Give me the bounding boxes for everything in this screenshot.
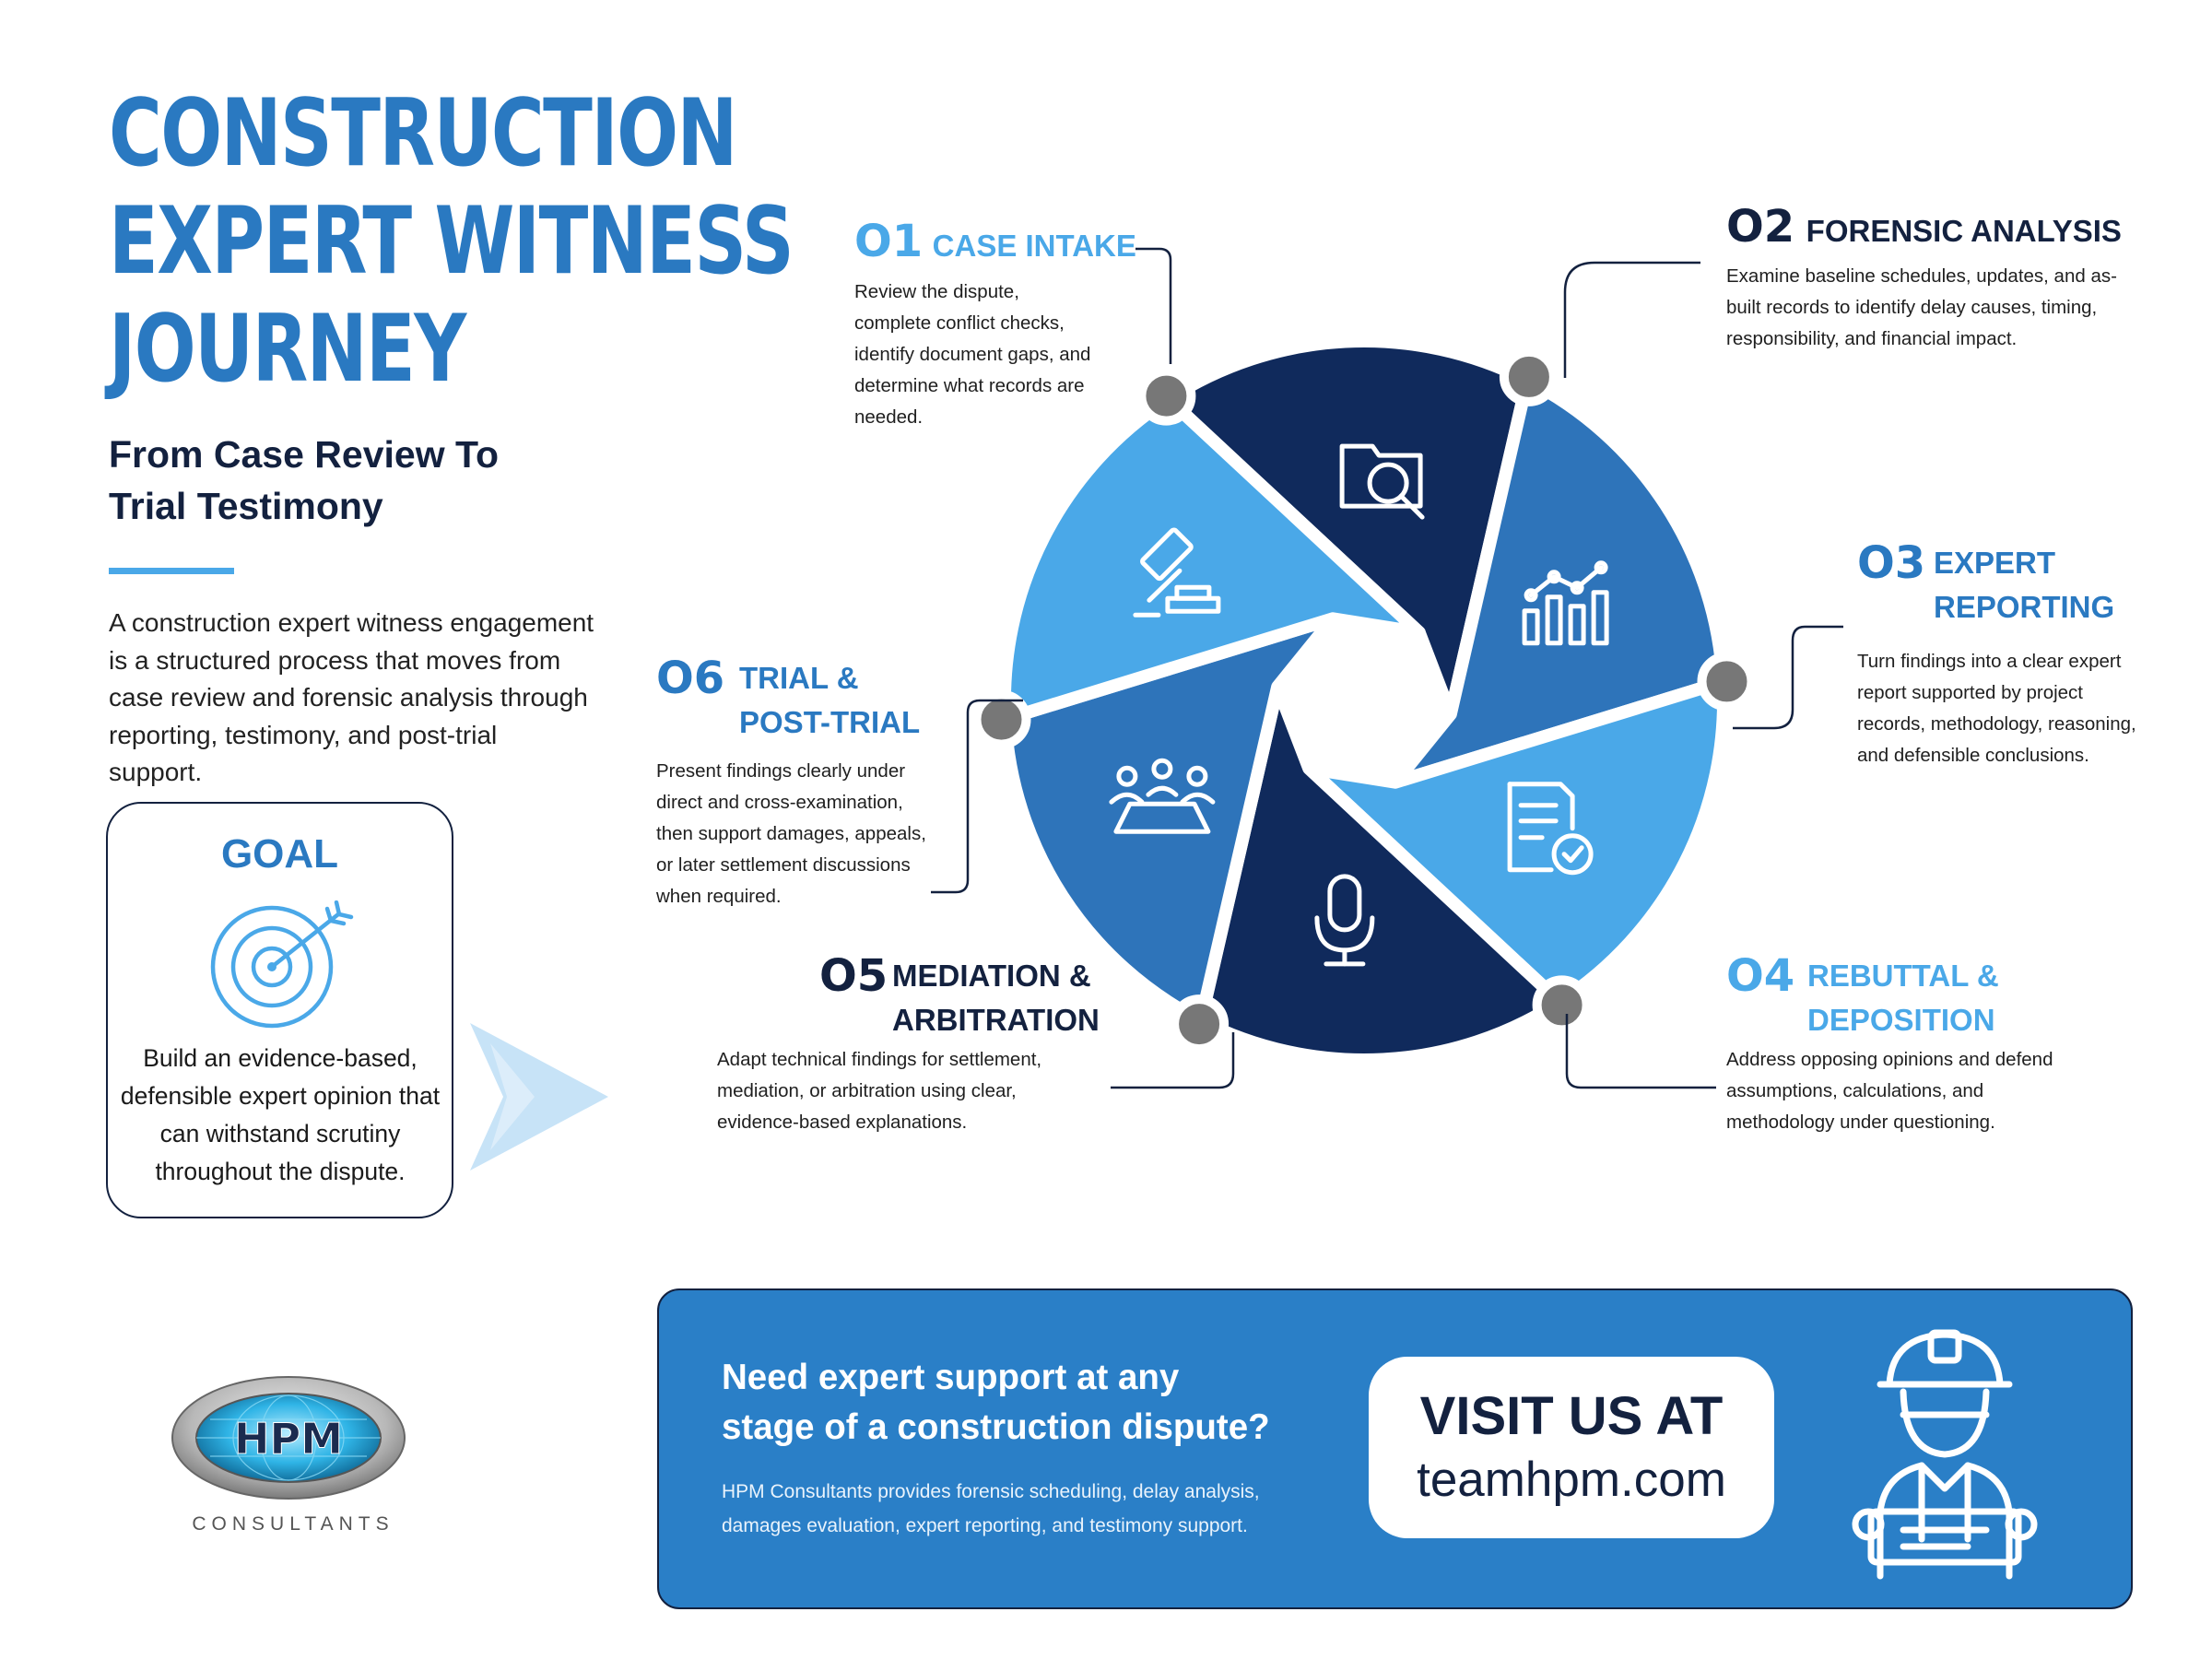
step-6-desc-line: or later settlement discussions — [656, 854, 911, 876]
step-1-desc-line: identify document gaps, and — [854, 344, 1091, 365]
target-icon — [210, 900, 354, 1029]
cta-heading: Need expert support at any stage of a co… — [722, 1353, 1367, 1453]
step-6-title-line: TRIAL & — [739, 661, 859, 695]
cta-heading-line: Need expert support at any — [722, 1358, 1180, 1397]
step-5-title-line: ARBITRATION — [892, 1003, 1100, 1037]
connector-dot-1 — [1136, 366, 1196, 426]
logo-mark: HPM — [234, 1414, 343, 1464]
step-1-desc-line: complete conflict checks, — [854, 312, 1065, 334]
title-divider — [109, 568, 234, 574]
intro-paragraph: A construction expert witness engagement… — [109, 608, 594, 786]
title-line-2: EXPERT WITNESS — [109, 186, 794, 295]
wheel-segment-6 — [997, 392, 1426, 726]
gavel-icon — [1133, 527, 1221, 618]
cta-banner: Need expert support at any stage of a co… — [657, 1288, 2133, 1609]
step-5-description: Adapt technical findings for settlement,… — [717, 1044, 1104, 1138]
chart-analysis-icon — [1522, 560, 1609, 646]
report-check-icon — [1507, 782, 1594, 876]
step-5-desc-line: evidence-based explanations. — [717, 1112, 968, 1133]
cta-text: HPM Consultants provides forensic schedu… — [722, 1475, 1367, 1543]
engineer-icon — [1852, 1329, 2038, 1580]
step-1-description: Review the dispute, complete conflict ch… — [854, 276, 1149, 433]
step-2-title: FORENSIC ANALYSIS — [1806, 214, 2122, 248]
hpm-logo: HPM — [171, 1376, 406, 1500]
step-1-desc-line: Review the dispute, — [854, 281, 1019, 302]
logo-subtext: CONSULTANTS — [192, 1513, 394, 1535]
step-5-desc-line: mediation, or arbitration using clear, — [717, 1080, 1017, 1101]
step-5-title-line: MEDIATION & — [892, 959, 1091, 993]
step-2-number: O2 — [1726, 201, 1795, 253]
step-6-title-line: POST-TRIAL — [739, 705, 921, 739]
step-1-title: CASE INTAKE — [932, 229, 1136, 263]
step-4-title-line: REBUTTAL & — [1807, 959, 1999, 993]
step-3-number: O3 — [1857, 537, 1926, 589]
step-3-description: Turn findings into a clear expert report… — [1857, 646, 2161, 771]
step-2-description: Examine baseline schedules, updates, and… — [1726, 261, 2159, 355]
title-line-1: CONSTRUCTION — [109, 78, 737, 187]
goal-card: GOAL Build an evidence-based, defensible… — [106, 802, 453, 1218]
microphone-icon — [1314, 874, 1375, 967]
step-1-number: O1 — [854, 216, 924, 267]
title-line-3: JOURNEY — [109, 294, 466, 403]
step-6-desc-line: Present findings clearly under — [656, 760, 906, 782]
step-4-desc-line: Address opposing opinions and defend — [1726, 1049, 2053, 1070]
meeting-table-icon — [1109, 758, 1216, 834]
step-6-desc-line: when required. — [656, 886, 782, 907]
step-2-desc-line: responsibility, and financial impact. — [1726, 328, 2018, 349]
connector-dot-4 — [1532, 975, 1592, 1035]
step-2-header: O2 FORENSIC ANALYSIS — [1726, 201, 2132, 253]
visit-url-link[interactable]: teamhpm.com — [1417, 1453, 1726, 1507]
folder-search-icon — [1339, 443, 1425, 520]
step-4-title-line: DEPOSITION — [1807, 1003, 1995, 1037]
step-1-header: O1 CASE INTAKE — [854, 216, 1241, 268]
step-5-title: MEDIATION & ARBITRATION — [892, 954, 1113, 1042]
process-wheel — [971, 334, 1757, 1067]
step-3-desc-line: records, methodology, reasoning, — [1857, 713, 2136, 735]
step-5-number: O5 — [819, 950, 888, 1002]
arrow-chevron-icon — [470, 1023, 608, 1171]
step-1-desc-line: determine what records are — [854, 375, 1085, 396]
step-6-title: TRIAL & POST-TRIAL — [739, 656, 960, 745]
subtitle-line-1: From Case Review To — [109, 433, 500, 476]
step-3-desc-line: Turn findings into a clear expert — [1857, 651, 2122, 672]
subtitle: From Case Review To Trial Testimony — [109, 429, 570, 532]
step-4-desc-line: methodology under questioning. — [1726, 1112, 1995, 1133]
visit-label: VISIT US AT — [1419, 1386, 1724, 1446]
step-4-title: REBUTTAL & DEPOSITION — [1807, 954, 2047, 1042]
subtitle-line-2: Trial Testimony — [109, 485, 383, 527]
step-4-number: O4 — [1726, 950, 1795, 1002]
step-6-number: O6 — [656, 653, 725, 704]
step-4-desc-line: assumptions, calculations, and — [1726, 1080, 1984, 1101]
step-2-desc-line: Examine baseline schedules, updates, and… — [1726, 265, 2117, 287]
step-2-desc-line: built records to identify delay causes, … — [1726, 297, 2098, 318]
cta-text-line: damages evaluation, expert reporting, an… — [722, 1515, 1248, 1536]
page-title: CONSTRUCTION EXPERT WITNESS JOURNEY — [109, 78, 794, 403]
step-5-desc-line: Adapt technical findings for settlement, — [717, 1049, 1042, 1070]
step-3-title-line: EXPERT — [1934, 546, 2056, 580]
connector-dot-5 — [1170, 994, 1230, 1054]
step-4-description: Address opposing opinions and defend ass… — [1726, 1044, 2113, 1138]
step-1-desc-line: needed. — [854, 406, 924, 428]
cta-text-line: HPM Consultants provides forensic schedu… — [722, 1481, 1260, 1502]
visit-us-button[interactable]: VISIT US AT teamhpm.com — [1369, 1357, 1774, 1538]
connector-dot-6 — [971, 689, 1031, 749]
step-3-title-line: REPORTING — [1934, 590, 2115, 624]
step-3-desc-line: report supported by project — [1857, 682, 2083, 703]
step-3-desc-line: and defensible conclusions. — [1857, 745, 2089, 766]
cta-heading-line: stage of a construction dispute? — [722, 1407, 1270, 1447]
connector-dot-2 — [1499, 347, 1559, 406]
goal-text: Build an evidence-based, defensible expe… — [120, 1044, 441, 1185]
step-6-desc-line: direct and cross-examination, — [656, 792, 903, 813]
connector-dot-3 — [1697, 652, 1757, 712]
step-3-title: EXPERT REPORTING — [1934, 541, 2173, 629]
goal-title: GOAL — [220, 831, 339, 877]
step-6-desc-line: then support damages, appeals, — [656, 823, 926, 844]
step-6-description: Present findings clearly under direct an… — [656, 756, 960, 912]
